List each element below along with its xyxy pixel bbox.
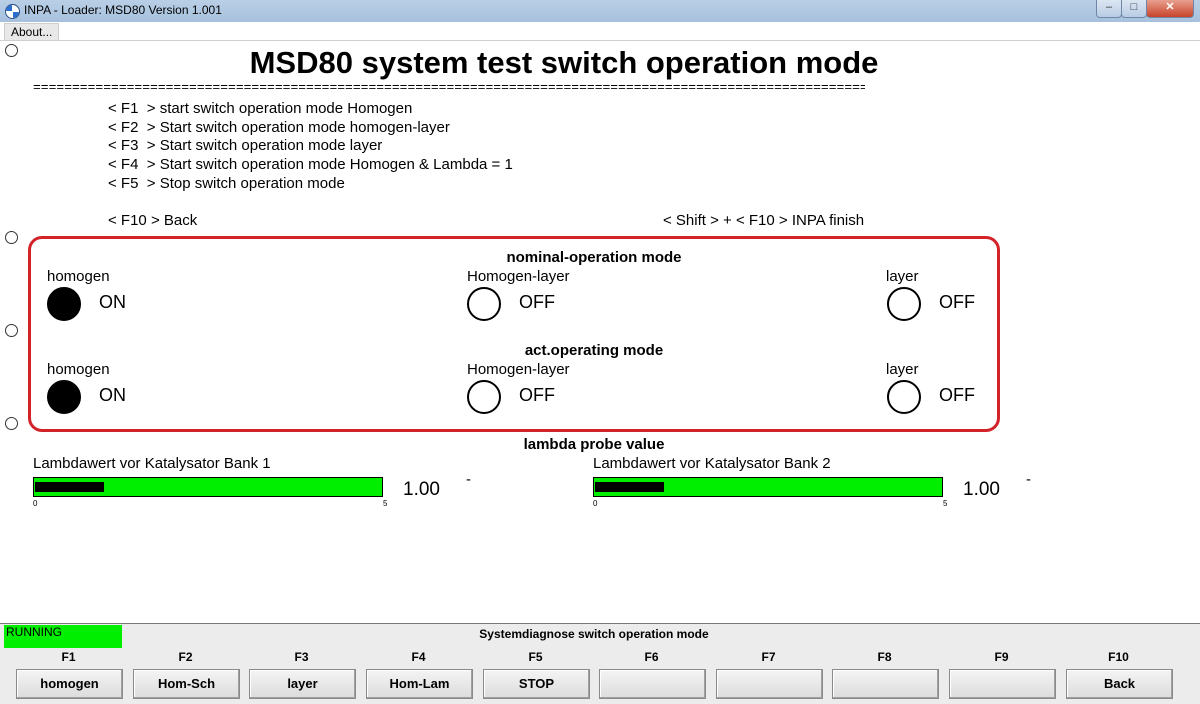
- back-hint: < F10 > Back: [108, 212, 198, 229]
- f2-hom-sch-button[interactable]: Hom-Sch: [133, 669, 240, 699]
- f4-hom-lam-button[interactable]: Hom-Lam: [366, 669, 473, 699]
- section-marker[interactable]: [5, 231, 18, 244]
- f6-button[interactable]: [599, 669, 706, 699]
- running-status-badge: RUNNING: [4, 625, 122, 648]
- actual-homogen-layer-indicator: [467, 380, 501, 414]
- instruction-f2: < F2 > Start switch operation mode homog…: [108, 119, 450, 136]
- actual-mode-title: act.operating mode: [524, 342, 664, 359]
- lambda-bank2-unit: -: [1026, 471, 1031, 488]
- actual-homogen-layer-label: Homogen-layer: [467, 361, 570, 378]
- title-bar: INPA - Loader: MSD80 Version 1.001 – □ ✕: [0, 0, 1200, 23]
- fkey-label-f4: F4: [411, 650, 426, 664]
- section-marker[interactable]: [5, 324, 18, 337]
- window-title: INPA - Loader: MSD80 Version 1.001: [24, 3, 222, 17]
- nominal-homogen-label: homogen: [47, 268, 110, 285]
- instruction-f1: < F1 > start switch operation mode Homog…: [108, 100, 413, 117]
- bmw-logo-icon: [5, 4, 20, 19]
- status-title: Systemdiagnose switch operation mode: [479, 627, 709, 641]
- f10-back-button[interactable]: Back: [1066, 669, 1173, 699]
- nominal-homogen-layer-label: Homogen-layer: [467, 268, 570, 285]
- f9-button[interactable]: [949, 669, 1056, 699]
- fkey-label-f5: F5: [528, 650, 543, 664]
- finish-hint: < Shift > + < F10 > INPA finish: [663, 212, 865, 229]
- instruction-f3: < F3 > Start switch operation mode layer: [108, 137, 383, 154]
- actual-homogen-label: homogen: [47, 361, 110, 378]
- fkey-label-f8: F8: [877, 650, 892, 664]
- section-marker[interactable]: [5, 44, 18, 57]
- maximize-button[interactable]: □: [1121, 0, 1147, 18]
- actual-homogen-layer-state: OFF: [519, 385, 555, 405]
- lambda-bank1-min-tick: 0: [33, 499, 38, 508]
- lambda-bank2-min-tick: 0: [593, 499, 598, 508]
- lambda-bank1-bar-fill: [35, 482, 104, 492]
- section-marker[interactable]: [5, 417, 18, 430]
- lambda-bank2-label: Lambdawert vor Katalysator Bank 2: [593, 455, 831, 472]
- f8-button[interactable]: [832, 669, 939, 699]
- fkey-label-f6: F6: [644, 650, 659, 664]
- actual-layer-state: OFF: [939, 385, 975, 405]
- fkey-label-f1: F1: [61, 650, 76, 664]
- fkey-label-f10: F10: [1108, 650, 1129, 664]
- instruction-f4: < F4 > Start switch operation mode Homog…: [108, 156, 513, 173]
- page-title: MSD80 system test switch operation mode: [249, 45, 879, 80]
- fkey-label-f2: F2: [178, 650, 193, 664]
- lambda-bank1-max-tick: 5: [383, 499, 388, 508]
- actual-layer-label: layer: [886, 361, 919, 378]
- fkey-label-f3: F3: [294, 650, 309, 664]
- lambda-title: lambda probe value: [523, 436, 665, 453]
- lambda-bank2-bar-fill: [595, 482, 664, 492]
- nominal-homogen-indicator: [47, 287, 81, 321]
- fkey-label-f9: F9: [994, 650, 1009, 664]
- lambda-bank1-bar: [33, 477, 383, 497]
- f5-stop-button[interactable]: STOP: [483, 669, 590, 699]
- menu-bar: About...: [0, 22, 1200, 41]
- about-menu-item[interactable]: About...: [4, 23, 60, 41]
- actual-homogen-indicator: [47, 380, 81, 414]
- nominal-layer-indicator: [887, 287, 921, 321]
- nominal-homogen-layer-state: OFF: [519, 292, 555, 312]
- f7-button[interactable]: [716, 669, 823, 699]
- lambda-bank1-value: 1.00: [403, 479, 440, 500]
- f3-layer-button[interactable]: layer: [249, 669, 356, 699]
- nominal-mode-title: nominal-operation mode: [506, 249, 682, 266]
- minimize-button[interactable]: –: [1096, 0, 1122, 18]
- operation-mode-panel: [28, 236, 1000, 432]
- nominal-layer-label: layer: [886, 268, 919, 285]
- separator-line: ========================================…: [33, 80, 865, 95]
- lambda-bank1-unit: -: [466, 471, 471, 488]
- function-key-bar: RUNNING Systemdiagnose switch operation …: [0, 623, 1200, 704]
- lambda-bank1-label: Lambdawert vor Katalysator Bank 1: [33, 455, 271, 472]
- actual-layer-indicator: [887, 380, 921, 414]
- fkey-label-f7: F7: [761, 650, 776, 664]
- lambda-bank2-max-tick: 5: [943, 499, 948, 508]
- nominal-layer-state: OFF: [939, 292, 975, 312]
- f1-homogen-button[interactable]: homogen: [16, 669, 123, 699]
- lambda-bank2-bar: [593, 477, 943, 497]
- nominal-homogen-state: ON: [99, 292, 126, 312]
- actual-homogen-state: ON: [99, 385, 126, 405]
- close-button[interactable]: ✕: [1146, 0, 1194, 18]
- instruction-f5: < F5 > Stop switch operation mode: [108, 175, 345, 192]
- nominal-homogen-layer-indicator: [467, 287, 501, 321]
- lambda-bank2-value: 1.00: [963, 479, 1000, 500]
